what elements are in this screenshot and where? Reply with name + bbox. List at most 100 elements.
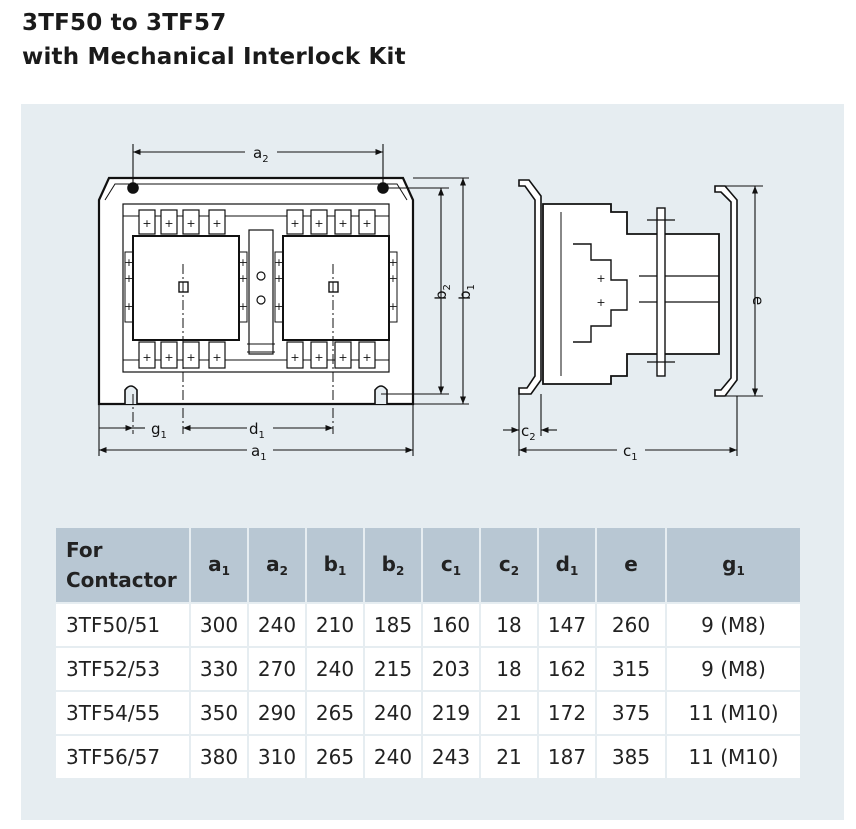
cell-e: 385: [596, 734, 667, 778]
dimensions-table: For Contactor a1 a2 b1 b2 c1 c2 d1 e g1 …: [56, 528, 800, 778]
cell-c1: 160: [422, 602, 481, 647]
table-row: 3TF54/55 350 290 265 240 219 21 172 375 …: [56, 690, 800, 735]
page-title: 3TF50 to 3TF57 with Mechanical Interlock…: [22, 6, 406, 74]
svg-text:+: +: [212, 351, 221, 364]
cell-b2: 215: [364, 646, 423, 691]
cell-d1: 172: [538, 690, 597, 735]
cell-a2: 270: [248, 646, 307, 691]
header-a2: a2: [248, 528, 307, 603]
front-dimensions: [98, 144, 469, 456]
svg-text:+: +: [274, 272, 283, 285]
svg-text:+: +: [596, 272, 605, 285]
svg-text:+: +: [124, 300, 133, 313]
cell-d1: 187: [538, 734, 597, 778]
cell-b1: 265: [306, 734, 365, 778]
svg-text:+: +: [164, 217, 173, 230]
cell-a2: 310: [248, 734, 307, 778]
table-header-row: For Contactor a1 a2 b1 b2 c1 c2 d1 e g1: [56, 528, 800, 603]
svg-text:+: +: [314, 351, 323, 364]
svg-text:+: +: [238, 256, 247, 269]
svg-text:c1: c1: [623, 442, 638, 463]
header-b2: b2: [364, 528, 423, 603]
header-a1: a1: [190, 528, 249, 603]
side-dimensions: [503, 185, 763, 456]
title-line-2: with Mechanical Interlock Kit: [22, 44, 406, 70]
cell-g1: 11 (M10): [666, 734, 800, 778]
svg-text:e: e: [749, 296, 767, 305]
cell-c2: 18: [480, 602, 539, 647]
cell-d1: 162: [538, 646, 597, 691]
svg-text:+: +: [142, 351, 151, 364]
header-contactor: For Contactor: [56, 528, 191, 603]
terminal-markers: ++++ ++++ ++++ ++++ +++ +++ +++ +++: [124, 217, 397, 364]
svg-text:+: +: [238, 272, 247, 285]
cell-b2: 185: [364, 602, 423, 647]
svg-text:+: +: [314, 217, 323, 230]
svg-text:d1: d1: [249, 420, 265, 441]
cell-a1: 350: [190, 690, 249, 735]
svg-text:g1: g1: [151, 420, 167, 441]
side-markers: + +: [596, 272, 605, 309]
table-row: 3TF50/51 300 240 210 185 160 18 147 260 …: [56, 602, 800, 647]
svg-text:+: +: [338, 351, 347, 364]
svg-text:+: +: [212, 217, 221, 230]
svg-text:+: +: [124, 272, 133, 285]
svg-text:a2: a2: [253, 144, 269, 165]
cell-c1: 203: [422, 646, 481, 691]
svg-text:+: +: [388, 256, 397, 269]
title-line-1: 3TF50 to 3TF57: [22, 10, 227, 36]
cell-a1: 300: [190, 602, 249, 647]
front-labels: a2 b2 b1 d1 a1 g1: [151, 144, 477, 463]
cell-a1: 330: [190, 646, 249, 691]
svg-text:+: +: [290, 217, 299, 230]
cell-contactor: 3TF54/55: [56, 690, 191, 735]
side-view: [518, 179, 738, 397]
header-e: e: [596, 528, 667, 603]
svg-text:+: +: [388, 300, 397, 313]
header-c2: c2: [480, 528, 539, 603]
svg-text:+: +: [274, 256, 283, 269]
cell-b2: 240: [364, 690, 423, 735]
dimension-drawing: ++++ ++++ ++++ ++++ +++ +++ +++ +++: [97, 144, 767, 463]
cell-g1: 9 (M8): [666, 602, 800, 647]
cell-g1: 11 (M10): [666, 690, 800, 735]
cell-b1: 240: [306, 646, 365, 691]
svg-text:a1: a1: [251, 442, 267, 463]
svg-text:b1: b1: [456, 284, 477, 300]
header-g1: g1: [666, 528, 800, 603]
svg-text:+: +: [362, 217, 371, 230]
svg-text:+: +: [338, 217, 347, 230]
cell-e: 260: [596, 602, 667, 647]
svg-text:+: +: [362, 351, 371, 364]
svg-text:c2: c2: [521, 422, 536, 443]
cell-e: 315: [596, 646, 667, 691]
table-row: 3TF56/57 380 310 265 240 243 21 187 385 …: [56, 734, 800, 778]
svg-text:+: +: [142, 217, 151, 230]
cell-a2: 240: [248, 602, 307, 647]
cell-contactor: 3TF52/53: [56, 646, 191, 691]
front-view: [97, 176, 415, 406]
svg-text:+: +: [186, 217, 195, 230]
cell-a1: 380: [190, 734, 249, 778]
svg-text:+: +: [388, 272, 397, 285]
cell-d1: 147: [538, 602, 597, 647]
header-d1: d1: [538, 528, 597, 603]
cell-contactor: 3TF50/51: [56, 602, 191, 647]
cell-c1: 243: [422, 734, 481, 778]
svg-text:+: +: [164, 351, 173, 364]
drawing-panel: ++++ ++++ ++++ ++++ +++ +++ +++ +++: [21, 104, 844, 820]
cell-e: 375: [596, 690, 667, 735]
table-row: 3TF52/53 330 270 240 215 203 18 162 315 …: [56, 646, 800, 691]
cell-c2: 18: [480, 646, 539, 691]
cell-c2: 21: [480, 690, 539, 735]
svg-text:+: +: [186, 351, 195, 364]
cell-c1: 219: [422, 690, 481, 735]
svg-text:+: +: [290, 351, 299, 364]
cell-contactor: 3TF56/57: [56, 734, 191, 778]
cell-a2: 290: [248, 690, 307, 735]
cell-b1: 265: [306, 690, 365, 735]
side-labels: e c2 c1: [521, 296, 767, 463]
svg-text:+: +: [124, 256, 133, 269]
cell-b1: 210: [306, 602, 365, 647]
header-b1: b1: [306, 528, 365, 603]
